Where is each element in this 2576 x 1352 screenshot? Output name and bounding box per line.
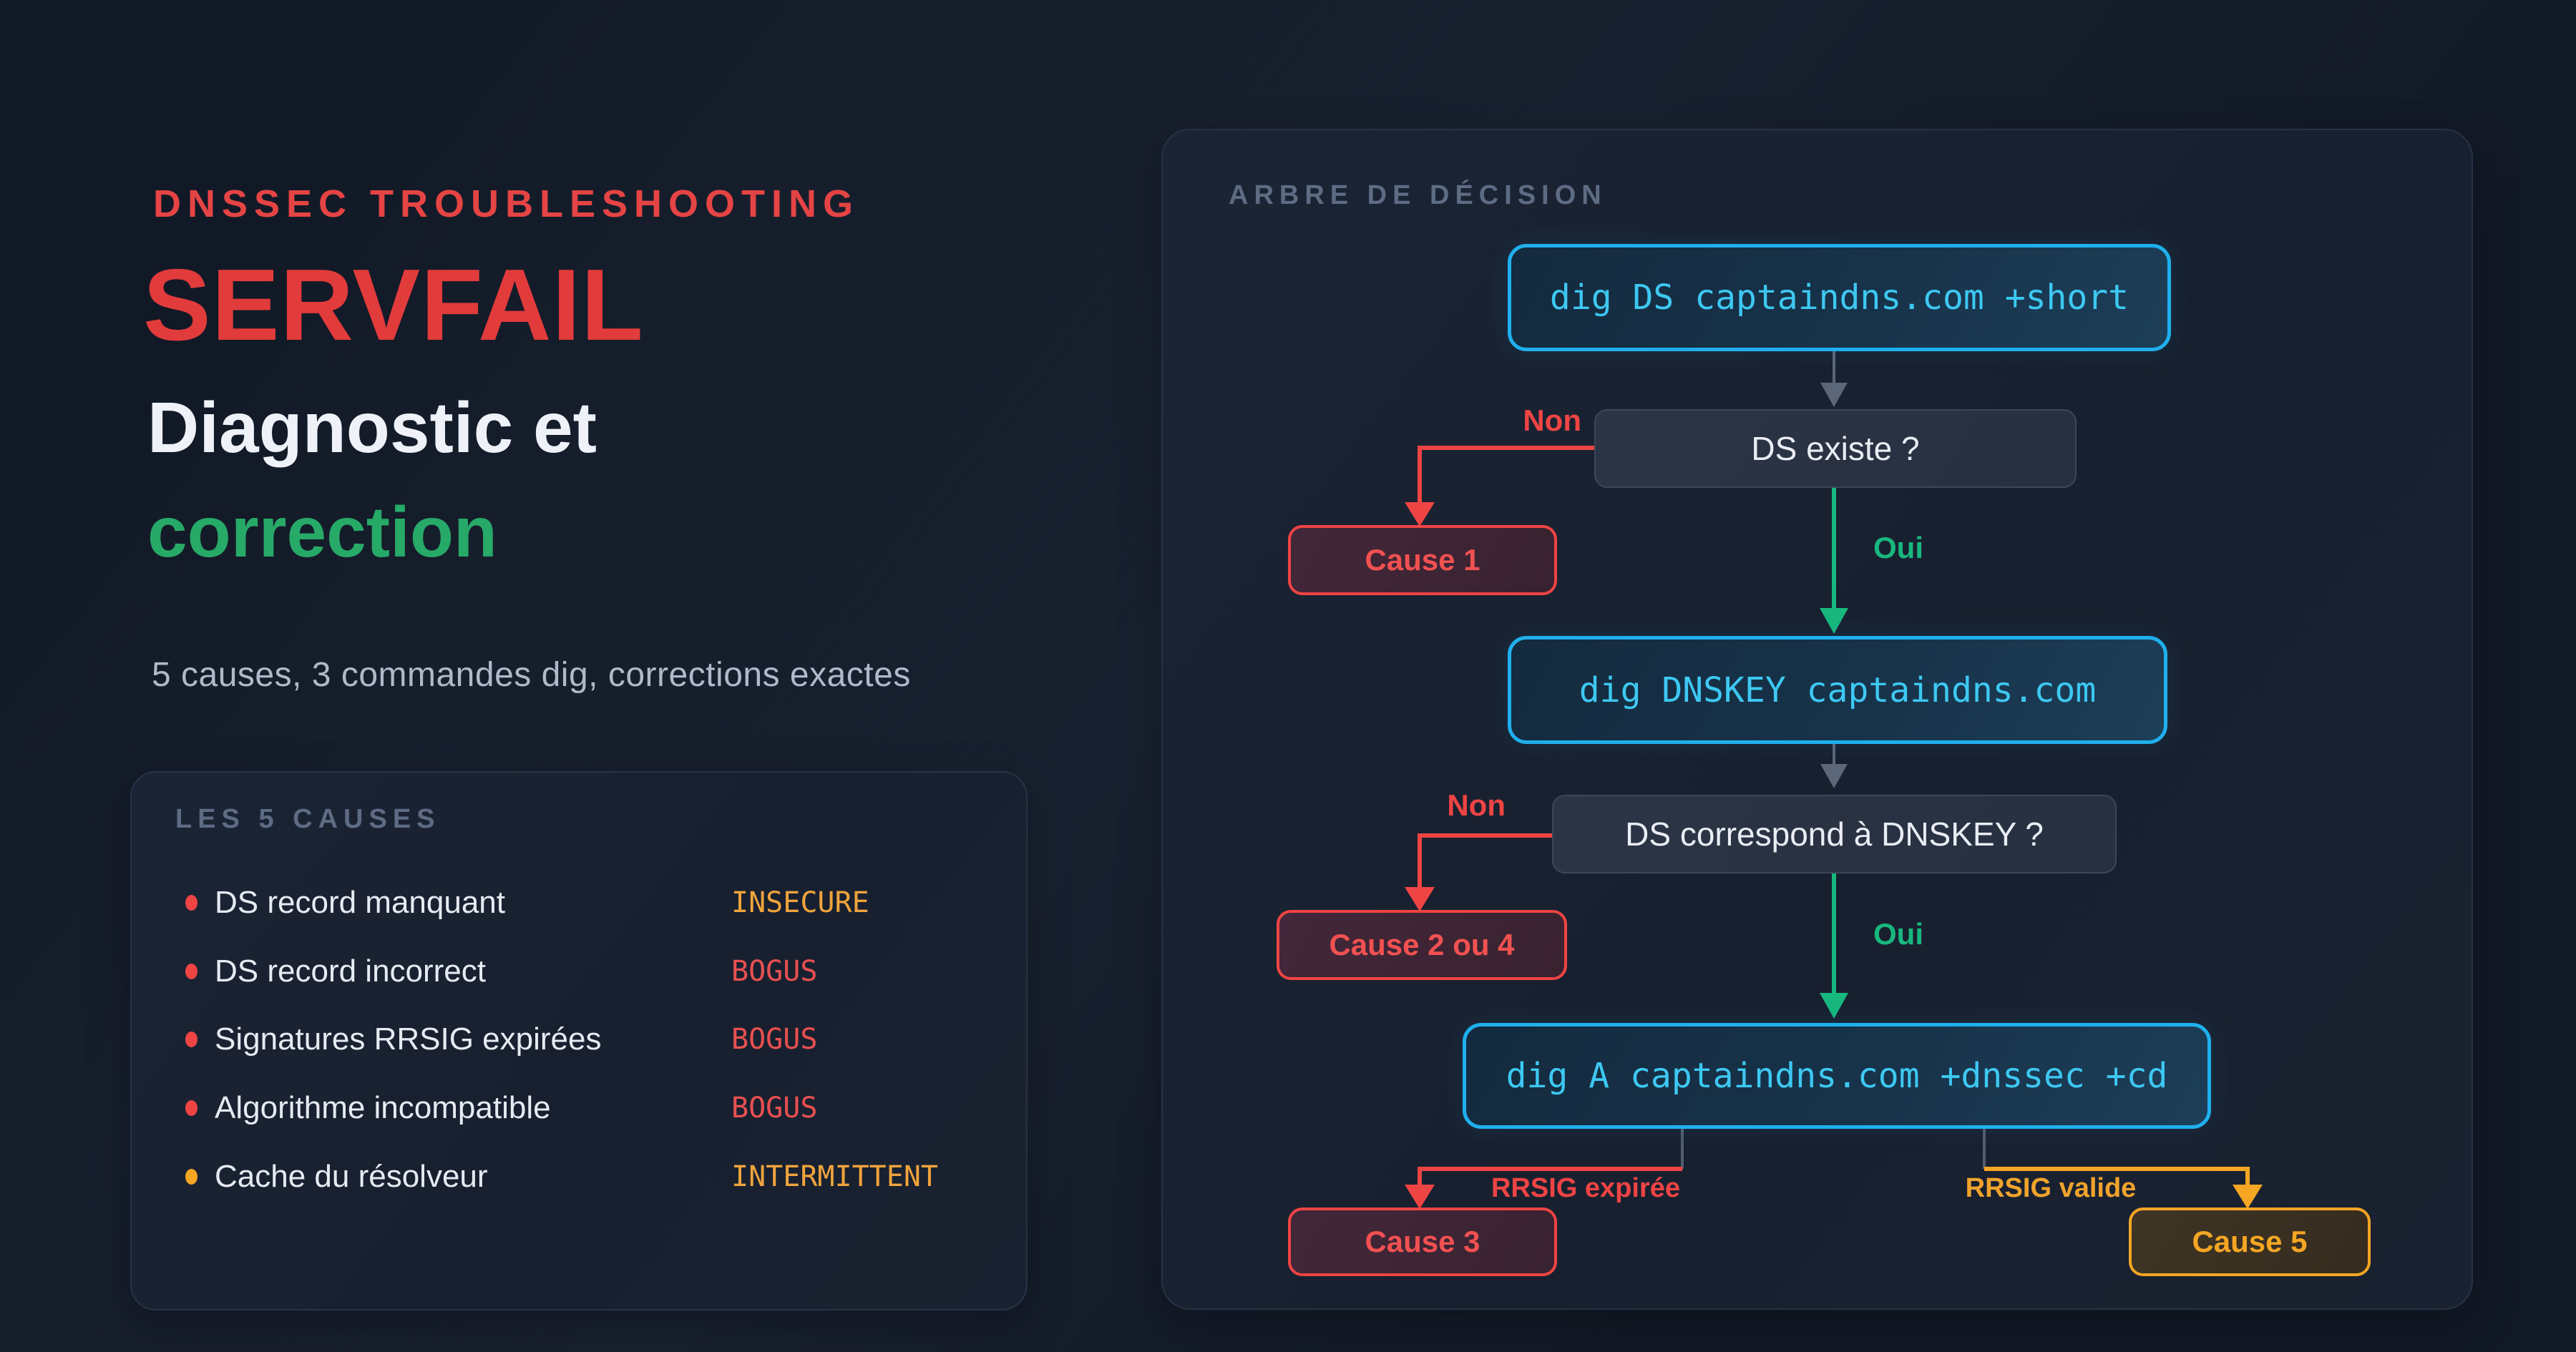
- flow-node-cause-1: Cause 1: [1288, 525, 1557, 595]
- subtitle-line-1: Diagnostic et: [147, 388, 597, 468]
- edge-label-oui-1: Oui: [1873, 531, 1923, 564]
- edge-non-1: [1405, 446, 1594, 526]
- flow-node-question-ds-correspond: DS correspond à DNSKEY ?: [1552, 795, 2117, 873]
- edge-label-non-2: Non: [1447, 788, 1506, 822]
- edge-cmd2-to-q2: [1820, 737, 1848, 788]
- cause-row-label: DS record incorrect: [215, 954, 487, 989]
- flow-node-cmd-dig-ds: dig DS captaindns.com +short: [1508, 244, 2171, 351]
- cause-row-label: Cache du résolveur: [215, 1159, 488, 1194]
- flow-node-cause-5: Cause 5: [2129, 1208, 2371, 1276]
- cause-row-label: DS record manquant: [215, 885, 505, 920]
- flow-node-cause-2-ou-4: Cause 2 ou 4: [1277, 910, 1567, 980]
- edge-oui-2: [1820, 871, 1848, 1019]
- cause-row-status: INTERMITTENT: [731, 1160, 938, 1193]
- cause-row-status: INSECURE: [731, 886, 869, 919]
- edge-label-non-1: Non: [1523, 403, 1581, 437]
- page-title: SERVFAIL: [143, 248, 644, 362]
- edge-label-rrsig-valide: RRSIG valide: [1965, 1173, 2137, 1203]
- cause-bullet-icon: [185, 1169, 197, 1185]
- subtitle-line-2: correction: [147, 492, 498, 572]
- cause-bullet-icon: [185, 895, 197, 911]
- edge-non-2: [1405, 833, 1552, 911]
- flow-node-cmd-dig-dnskey: dig DNSKEY captaindns.com: [1508, 636, 2167, 744]
- edge-rrsig-expired: [1405, 1167, 1682, 1209]
- cause-bullet-icon: [185, 1032, 197, 1047]
- flow-node-cmd-dig-a: dig A captaindns.com +dnssec +cd: [1463, 1023, 2211, 1129]
- cause-row-status: BOGUS: [731, 955, 818, 988]
- cause-row-label: Signatures RRSIG expirées: [215, 1022, 602, 1057]
- edge-rrsig-valid: [1984, 1167, 2263, 1209]
- causes-panel-title: LES 5 CAUSES: [175, 804, 441, 834]
- edge-oui-1: [1820, 485, 1848, 634]
- edge-cmd1-to-q1: [1820, 344, 1848, 407]
- cause-row-status: BOGUS: [731, 1092, 818, 1125]
- edge-label-oui-2: Oui: [1873, 917, 1923, 951]
- flow-node-cause-3: Cause 3: [1288, 1208, 1557, 1276]
- eyebrow-label: DNSSEC TROUBLESHOOTING: [153, 182, 860, 225]
- causes-panel: [130, 771, 1028, 1311]
- tree-panel-title: ARBRE DE DÉCISION: [1229, 180, 1607, 210]
- edge-label-rrsig-expiree: RRSIG expirée: [1491, 1173, 1680, 1203]
- cause-bullet-icon: [185, 1100, 197, 1116]
- cause-row-label: Algorithme incompatible: [215, 1090, 551, 1125]
- description: 5 causes, 3 commandes dig, corrections e…: [152, 656, 911, 694]
- cause-row-status: BOGUS: [731, 1023, 818, 1056]
- flow-node-question-ds-existe: DS existe ?: [1594, 409, 2077, 488]
- cause-bullet-icon: [185, 964, 197, 979]
